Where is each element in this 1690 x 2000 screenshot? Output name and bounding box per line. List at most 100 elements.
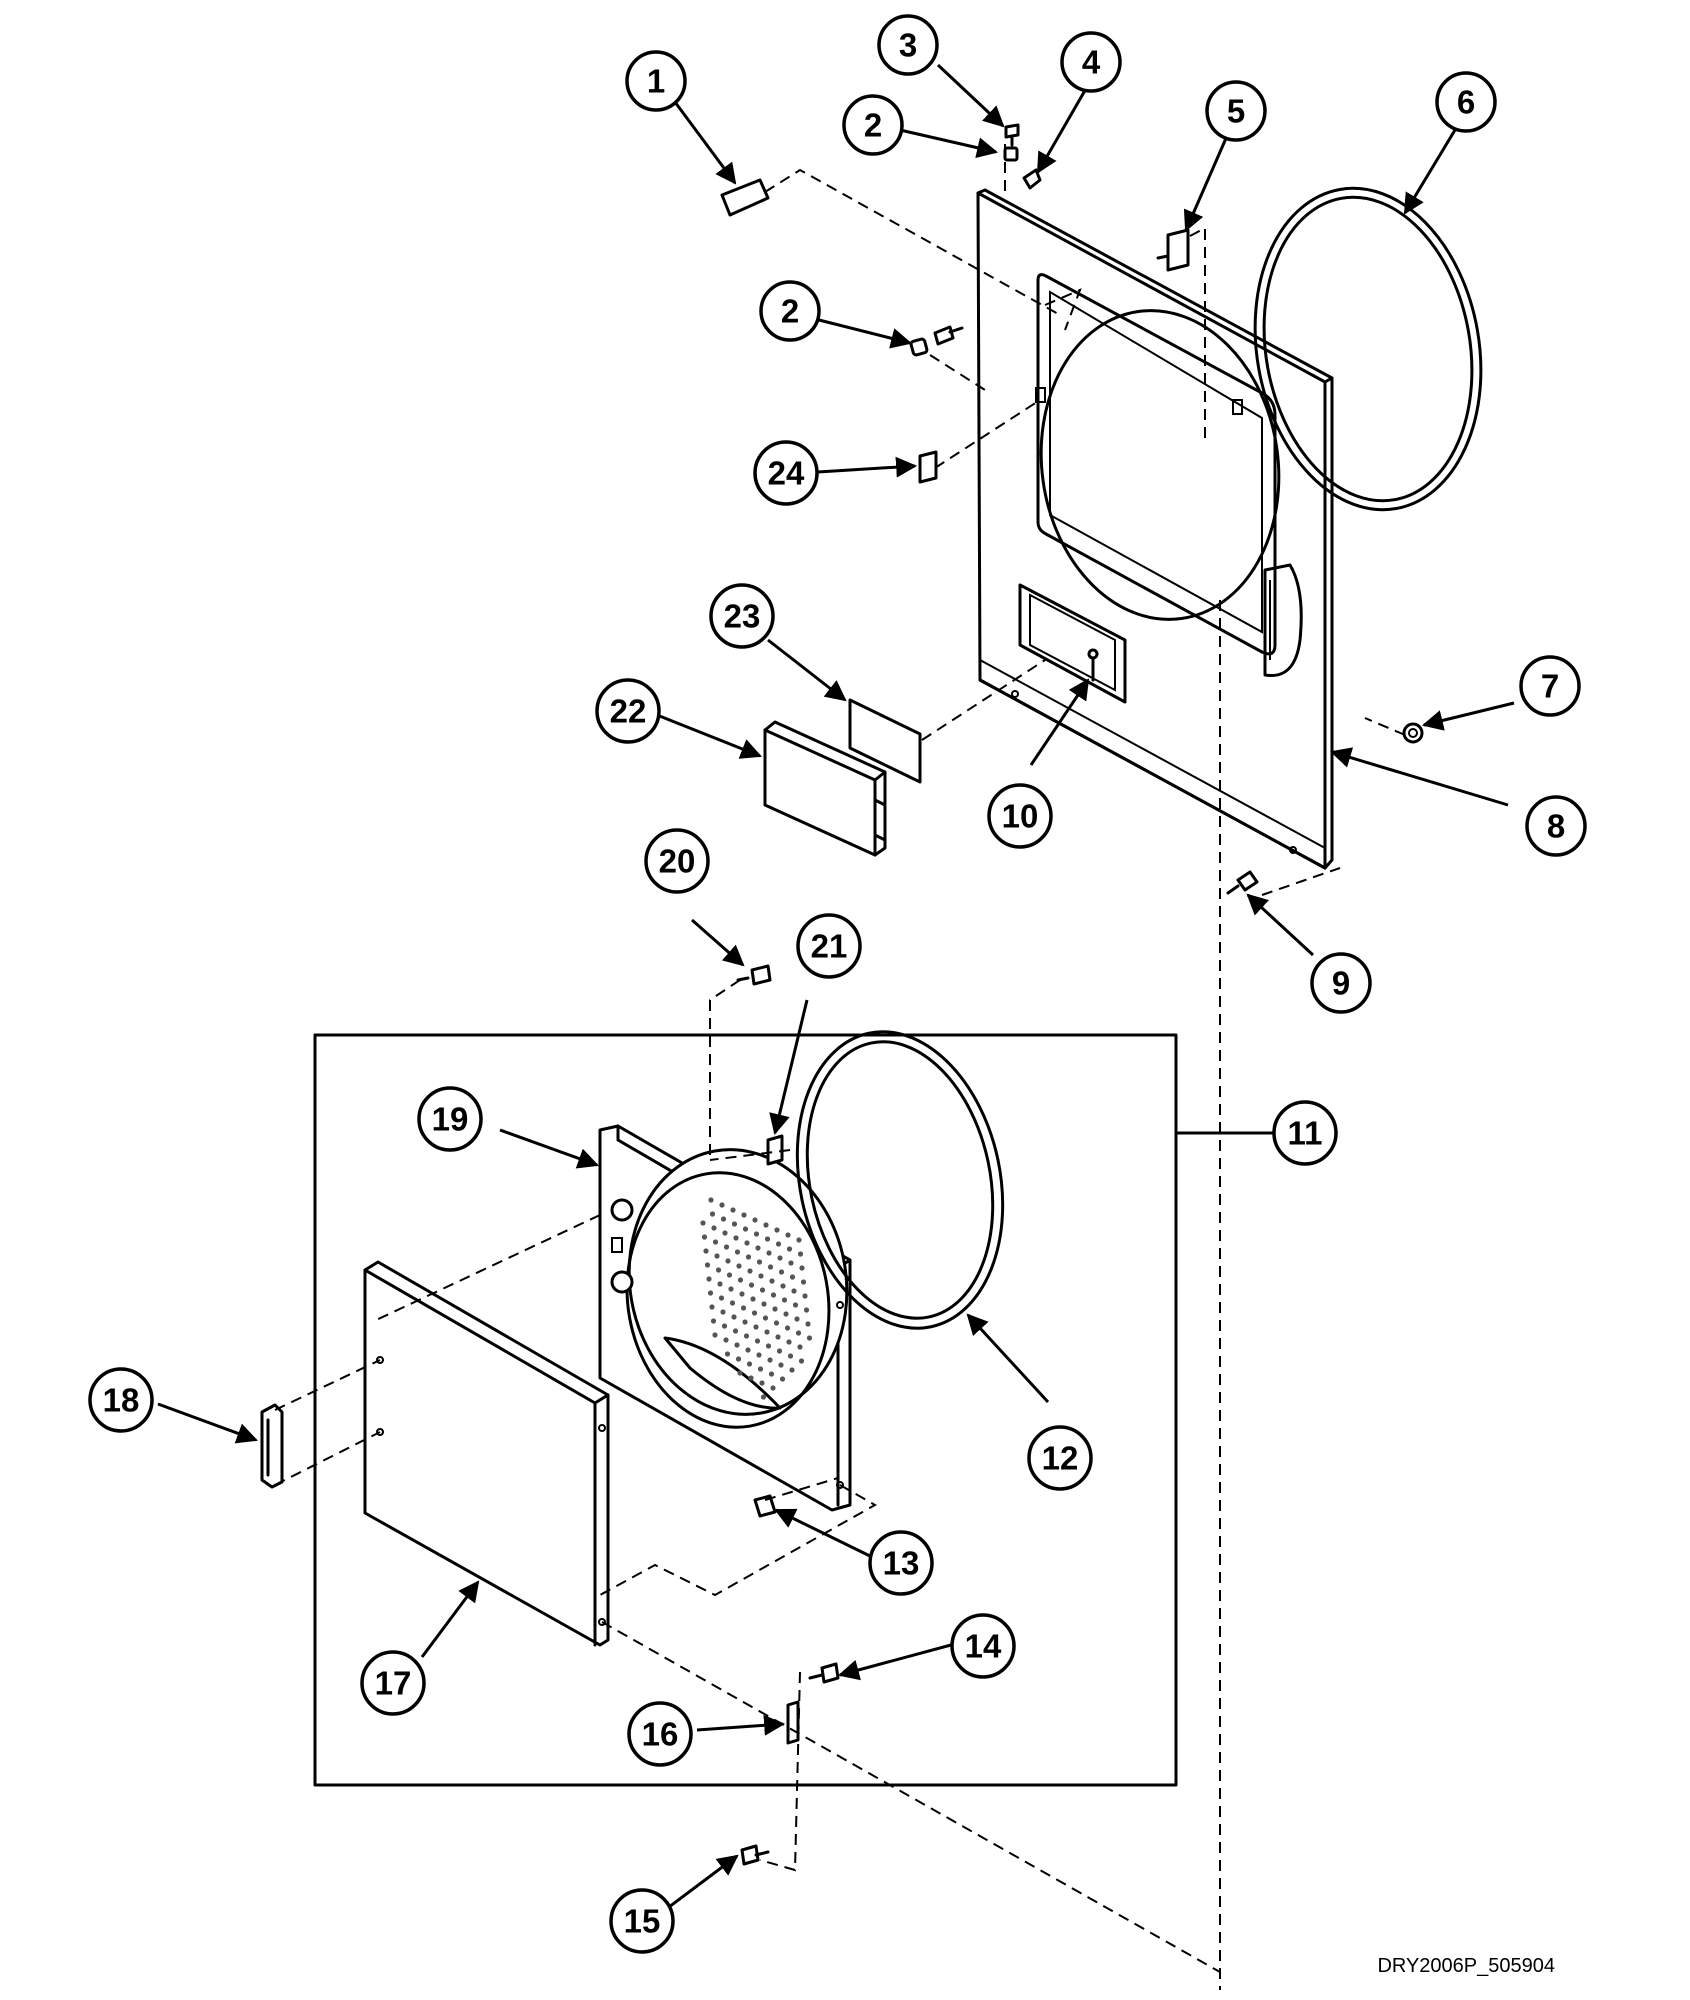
screen-perforation bbox=[726, 1272, 733, 1278]
perforated-screen bbox=[700, 1197, 813, 1400]
callout-16-label: 16 bbox=[642, 1716, 679, 1753]
callout-24-label: 24 bbox=[768, 455, 805, 492]
screen-perforation bbox=[806, 1335, 813, 1341]
upper-dashed-lines bbox=[764, 144, 1406, 1990]
screen-perforation bbox=[752, 1217, 758, 1223]
screen-perforation bbox=[750, 1296, 756, 1302]
screen-perforation bbox=[706, 1276, 712, 1282]
callout-11-label: 11 bbox=[1288, 1115, 1323, 1152]
screen-perforation bbox=[744, 1240, 750, 1246]
callout-7-label: 7 bbox=[1541, 668, 1559, 705]
screen-perforation bbox=[722, 1230, 728, 1236]
callout-23-label: 23 bbox=[724, 598, 761, 635]
screen-perforation bbox=[731, 1314, 737, 1320]
screen-perforation bbox=[762, 1315, 769, 1321]
callout-8: 8 bbox=[1525, 795, 1587, 857]
callout-23: 23 bbox=[709, 583, 775, 649]
callout-1: 1 bbox=[625, 50, 687, 112]
screen-perforation bbox=[779, 1376, 786, 1382]
screen-perforation bbox=[725, 1258, 731, 1264]
screen-perforation bbox=[712, 1239, 719, 1245]
screen-perforation bbox=[733, 1235, 739, 1241]
screen-perforation bbox=[721, 1323, 728, 1329]
callout-14: 14 bbox=[950, 1613, 1016, 1679]
screen-perforation bbox=[758, 1273, 764, 1279]
callout-3-label: 3 bbox=[899, 27, 917, 64]
screen-perforation bbox=[763, 1222, 769, 1228]
lower-dashed-lines bbox=[274, 979, 1221, 1973]
callout-4-label: 4 bbox=[1082, 44, 1101, 81]
screen-perforation bbox=[791, 1288, 797, 1294]
screen-perforation bbox=[764, 1236, 771, 1242]
callout-2-mid-label: 2 bbox=[781, 293, 799, 330]
screen-perforation bbox=[730, 1207, 736, 1213]
callout-20-label: 20 bbox=[659, 843, 696, 880]
callout-17-label: 17 bbox=[375, 1665, 412, 1702]
screen-perforation bbox=[797, 1251, 804, 1257]
screen-perforation bbox=[766, 1250, 772, 1256]
screen-perforation bbox=[768, 1371, 775, 1377]
screen-perforation bbox=[742, 1319, 748, 1325]
screen-perforation bbox=[739, 1291, 745, 1297]
screen-perforation bbox=[775, 1241, 782, 1247]
door-outer-panel bbox=[363, 1260, 610, 1647]
screen-perforation bbox=[798, 1358, 805, 1364]
screen-perforation bbox=[803, 1307, 810, 1313]
callout-18-label: 18 bbox=[103, 1382, 140, 1419]
screen-perforation bbox=[710, 1318, 717, 1324]
callout-2-mid: 2 bbox=[759, 280, 821, 342]
part-2-nut-top bbox=[1003, 146, 1019, 162]
screen-perforation bbox=[780, 1283, 786, 1289]
door-assembly-box bbox=[313, 1033, 1178, 1787]
part-1-block bbox=[720, 178, 770, 217]
screen-perforation bbox=[789, 1274, 796, 1280]
part-5-switch bbox=[1156, 228, 1190, 272]
part-20-screw bbox=[736, 964, 772, 986]
callout-5-label: 5 bbox=[1227, 93, 1245, 130]
screen-perforation bbox=[700, 1220, 706, 1226]
screen-perforation bbox=[757, 1366, 764, 1372]
callout-9-label: 9 bbox=[1332, 965, 1350, 1002]
screen-perforation bbox=[778, 1362, 784, 1368]
screen-perforation bbox=[753, 1231, 760, 1237]
screen-perforation bbox=[802, 1293, 808, 1299]
part-7-nut bbox=[1402, 722, 1424, 744]
screen-perforation bbox=[737, 1370, 743, 1376]
screen-perforation bbox=[703, 1248, 709, 1254]
screen-perforation bbox=[797, 1344, 803, 1350]
callout-22-label: 22 bbox=[610, 693, 647, 730]
callout-24: 24 bbox=[753, 440, 819, 506]
door-seal-ring bbox=[795, 1030, 1005, 1330]
screen-perforation bbox=[714, 1253, 720, 1259]
screen-perforation bbox=[785, 1232, 791, 1238]
screen-perforation bbox=[754, 1338, 761, 1344]
screen-perforation bbox=[709, 1211, 716, 1217]
callout-2-top-label: 2 bbox=[864, 107, 882, 144]
screen-perforation bbox=[729, 1300, 736, 1306]
callout-12: 12 bbox=[1027, 1425, 1093, 1491]
callout-13-label: 13 bbox=[883, 1545, 920, 1582]
screen-perforation bbox=[723, 1337, 729, 1343]
part-9-screw bbox=[1226, 870, 1259, 895]
screen-perforation bbox=[732, 1328, 739, 1334]
callout-20: 20 bbox=[644, 828, 710, 894]
callout-15-label: 15 bbox=[624, 1903, 661, 1940]
callout-17: 17 bbox=[360, 1650, 426, 1716]
callout-19-label: 19 bbox=[432, 1101, 469, 1138]
screen-perforation bbox=[770, 1292, 777, 1298]
screen-perforation bbox=[741, 1212, 747, 1218]
callout-2-top: 2 bbox=[842, 94, 904, 156]
part-2-nut-screw bbox=[909, 325, 964, 357]
screen-perforation bbox=[728, 1286, 734, 1292]
screen-perforation bbox=[745, 1347, 751, 1353]
part-21-catch bbox=[766, 1134, 784, 1166]
screen-perforation bbox=[786, 1339, 792, 1345]
callout-21-label: 21 bbox=[811, 928, 848, 965]
screen-perforation bbox=[805, 1321, 811, 1327]
callout-4: 4 bbox=[1060, 31, 1122, 93]
screen-perforation bbox=[775, 1334, 781, 1340]
screen-perforation bbox=[734, 1249, 741, 1255]
screen-perforation bbox=[709, 1304, 715, 1310]
callout-13: 13 bbox=[868, 1530, 934, 1596]
